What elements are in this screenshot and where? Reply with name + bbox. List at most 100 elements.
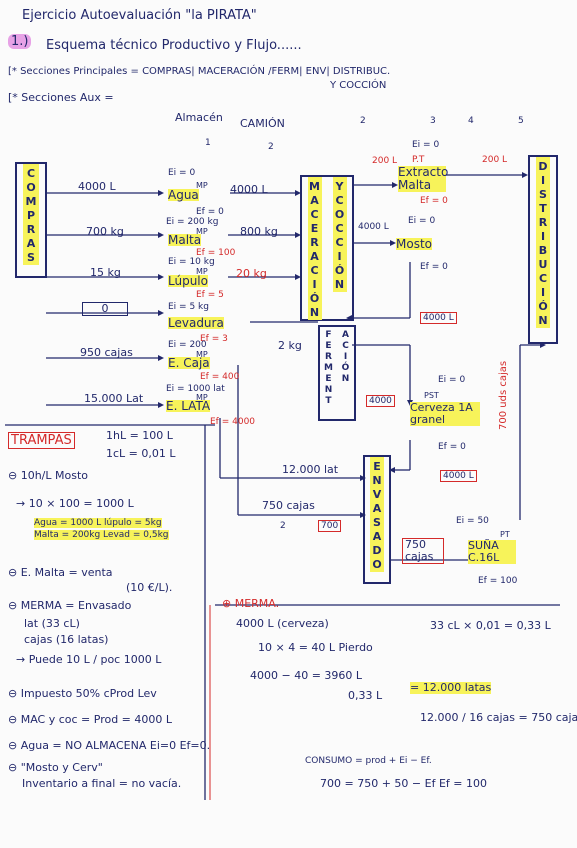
aux-sections-line: [* Secciones Aux = <box>8 91 114 104</box>
trampas-item-9: cajas (16 latas) <box>24 633 109 646</box>
caja-name: E. Caja <box>168 356 210 370</box>
trampas-item-2: → 10 × 100 = 1000 L <box>16 497 134 510</box>
malta-qty: 700 kg <box>86 225 124 238</box>
agua-ei: Ei = 0 <box>168 168 196 178</box>
levadura-ef: Ef = 3 <box>200 334 228 344</box>
trampas-item-10: → Puede 10 L / poc 1000 L <box>16 653 162 666</box>
trampas-item-5: ⊖ E. Malta = venta <box>8 566 113 579</box>
caja-ei: Ei = 200 <box>168 340 207 350</box>
agua-name: Agua <box>168 188 199 202</box>
levadura-cons: 2 kg <box>278 339 302 352</box>
merma-consumo: CONSUMO = prod + Ei − Ef. <box>305 756 432 766</box>
trampas-item-1: ⊖ 10h/L Mosto <box>8 469 89 482</box>
envasado-cajas-out: 750 cajas <box>402 538 444 564</box>
levadura-name: Levadura <box>168 316 224 330</box>
merma-line-3c: = 12.000 latas <box>410 681 492 694</box>
trampas-item-3: Agua = 1000 L lúpulo = 5kg <box>34 518 162 528</box>
lata-qty: 15.000 Lat <box>84 392 144 405</box>
aux-num-1: 1 <box>205 138 211 148</box>
aux-camion: CAMIÓN <box>240 117 285 130</box>
levadura-qty: 0 <box>82 302 128 316</box>
section-number: 1.) <box>8 34 32 49</box>
suna-ef: Ef = 100 <box>478 576 518 586</box>
lupulo-mp: MP <box>196 267 208 276</box>
envasado-q-val: 700 <box>318 520 342 532</box>
merma-title: ⊕ MERMA. <box>222 597 280 610</box>
lupulo-qty: 15 kg <box>90 266 121 279</box>
malta-mp: MP <box>196 227 208 236</box>
cerveza-out: 4000 L <box>440 470 477 482</box>
trampas-title: TRAMPAS <box>8 432 75 449</box>
mosto-ei: Ei = 0 <box>408 216 436 226</box>
lupulo-ef: Ef = 5 <box>196 290 224 300</box>
trampas-item-14: ⊖ "Mosto y Cerv" <box>8 761 103 774</box>
lupulo-name: Lúpulo <box>168 274 208 288</box>
mosto-name: Mosto <box>396 237 432 251</box>
envasado-q: 2 <box>280 521 286 531</box>
cerveza-ei: Ei = 0 <box>438 375 466 385</box>
lata-name: E. LATA <box>166 399 211 413</box>
caja-ef: Ef = 400 <box>200 372 240 382</box>
section-heading: Esquema técnico Productivo y Flujo...... <box>46 38 302 53</box>
malta-name: Malta <box>168 233 202 247</box>
malta-ei: Ei = 200 kg <box>166 217 219 227</box>
merma-line-4: 12.000 / 16 cajas = 750 cajas. <box>420 711 577 724</box>
extracto-name: Extracto Malta <box>398 165 449 192</box>
cerveza-name: Cerveza 1A granel <box>410 402 480 426</box>
aux-almacen: Almacén <box>175 111 223 124</box>
extracto-in: 200 L <box>372 156 398 166</box>
malta-cons: 800 kg <box>240 225 278 238</box>
agua-ef: Ef = 0 <box>196 207 224 217</box>
mosto-in: 4000 L <box>358 222 389 232</box>
trampas-item-12: ⊖ MAC y coc = Prod = 4000 L <box>8 713 173 726</box>
trampas-conv2: 1cL = 0,01 L <box>106 447 176 460</box>
caja-qty: 950 cajas <box>80 346 133 359</box>
trampas-item-15: Inventario a final = no vacía. <box>22 777 182 790</box>
lupulo-cons: 20 kg <box>236 267 267 280</box>
lupulo-ei: Ei = 10 kg <box>168 257 215 267</box>
merma-calc: 700 = 750 + 50 − Ef Ef = 100 <box>320 777 487 790</box>
merma-line-3b: 0,33 L <box>348 689 383 702</box>
trampas-item-6: (10 €/L). <box>126 581 173 594</box>
suna-pt: PT <box>500 530 510 539</box>
main-sections-coccion: Y COCCIÓN <box>330 80 387 91</box>
main-num-5: 5 <box>518 116 524 126</box>
merma-conv: 33 cL × 0,01 = 0,33 L <box>430 619 551 632</box>
suna-ei: Ei = 50 <box>456 516 489 526</box>
extracto-out: 200 L <box>482 155 508 165</box>
envasado-lat-in: 12.000 lat <box>282 463 339 476</box>
caja-mp: MP <box>196 350 208 359</box>
exercise-title: Ejercicio Autoevaluación "la PIRATA" <box>22 8 257 23</box>
malta-ef: Ef = 100 <box>196 248 236 258</box>
lata-mp: MP <box>196 393 208 402</box>
trampas-item-4: Malta = 200kg Levad = 0,5kg <box>34 530 169 540</box>
main-num-3: 3 <box>430 116 436 126</box>
mosto-ef: Ef = 0 <box>420 262 448 272</box>
envasado-cajas-in: 750 cajas <box>262 499 315 512</box>
main-num-4: 4 <box>468 116 474 126</box>
main-sections-line: [* Secciones Principales = COMPRAS| MACE… <box>8 66 391 77</box>
agua-cons: 4000 L <box>230 183 268 196</box>
cerveza-pst: PST <box>424 391 439 400</box>
levadura-ei: Ei = 5 kg <box>168 302 209 312</box>
lata-ei: Ei = 1000 lat <box>166 384 225 394</box>
trampas-conv1: 1hL = 100 L <box>106 429 173 442</box>
mosto-out: 4000 L <box>420 312 457 324</box>
agua-mp: MP <box>196 181 208 190</box>
extracto-ei: Ei = 0 <box>412 140 440 150</box>
agua-qty: 4000 L <box>78 180 116 193</box>
trampas-item-8: lat (33 cL) <box>24 617 80 630</box>
